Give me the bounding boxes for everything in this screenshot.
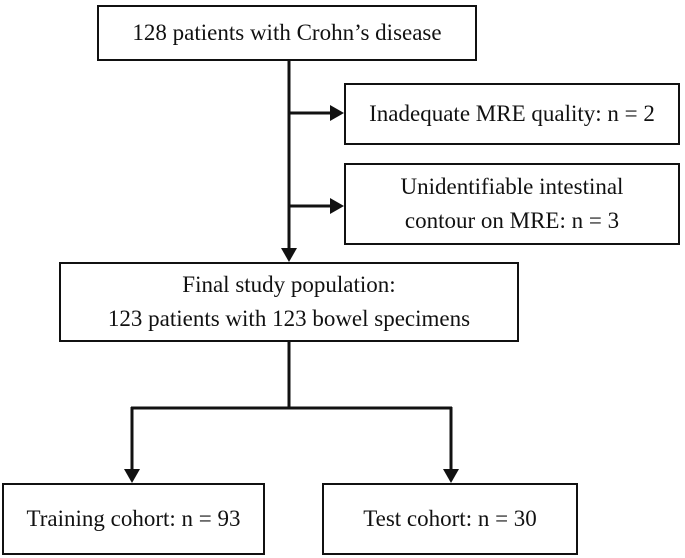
training-cohort-box: Training cohort: n = 93 <box>2 483 265 555</box>
test-arrowhead <box>443 469 459 483</box>
exclusion-box-mre-quality: Inadequate MRE quality: n = 2 <box>344 83 680 145</box>
exclusion-2-text-line-1: Unidentifiable intestinal <box>400 174 624 199</box>
final-population-box: Final study population: 123 patients wit… <box>59 262 519 342</box>
final-text-line-1: Final study population: <box>182 272 396 297</box>
exclusion-1-arrowhead <box>330 105 344 121</box>
exclusion-1-text: Inadequate MRE quality: n = 2 <box>369 101 655 126</box>
training-cohort-text: Training cohort: n = 93 <box>26 506 241 531</box>
start-text: 128 patients with Crohn’s disease <box>132 20 442 45</box>
start-box: 128 patients with Crohn’s disease <box>97 5 477 61</box>
trunk-arrowhead <box>281 248 297 262</box>
test-cohort-box: Test cohort: n = 30 <box>322 483 578 555</box>
exclusion-2-arrowhead <box>330 198 344 214</box>
exclusion-2-text-line-2: contour on MRE: n = 3 <box>404 208 620 233</box>
training-arrowhead <box>124 469 140 483</box>
exclusion-box-intestinal-contour: Unidentifiable intestinal contour on MRE… <box>344 163 680 245</box>
test-cohort-text: Test cohort: n = 30 <box>363 506 537 531</box>
final-text-line-2: 123 patients with 123 bowel specimens <box>107 306 471 331</box>
